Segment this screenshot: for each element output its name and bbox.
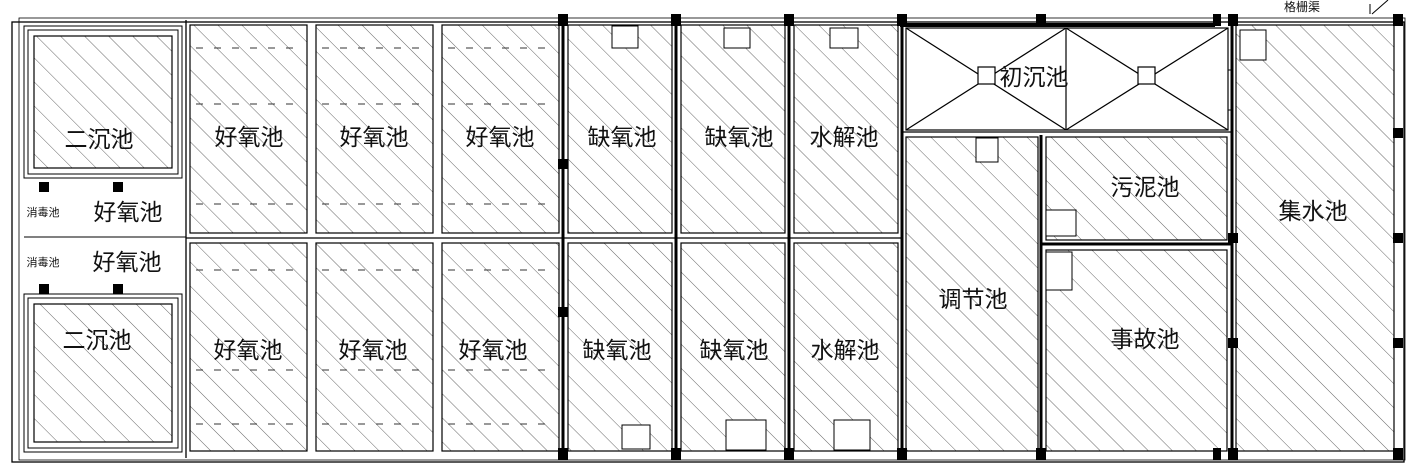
columns — [39, 14, 1403, 460]
disinfection-top-label: 消毒池 — [27, 205, 60, 219]
aerobic-2-label: 好氧池 — [340, 125, 409, 151]
hatched-pools — [33, 24, 1395, 452]
grille-channel-label: 格栅渠 — [1284, 0, 1320, 14]
aerobic-pool-1 — [189, 24, 308, 234]
aerobic-left-bottom-label: 好氧池 — [93, 250, 162, 276]
aerobic-1-label: 好氧池 — [215, 125, 284, 151]
anoxic-4-label: 缺氧池 — [700, 338, 769, 364]
primary-clarifier-label: 初沉池 — [1000, 65, 1069, 91]
aerobic-pool-4 — [189, 242, 308, 452]
anoxic-pool-4 — [680, 242, 786, 452]
aerobic-3-label: 好氧池 — [466, 125, 535, 151]
anoxic-pool-3 — [567, 242, 673, 452]
accident-tank-label: 事故池 — [1111, 327, 1180, 353]
aerobic-pool-5 — [315, 242, 434, 452]
outer-walls — [11, 17, 1406, 463]
hydrolysis-top-label: 水解池 — [810, 125, 879, 151]
anoxic-3-label: 缺氧池 — [583, 338, 652, 364]
aerobic-left-top-label: 好氧池 — [94, 200, 163, 226]
anoxic-2-label: 缺氧池 — [705, 125, 774, 151]
secondary-clarifier-top-label: 二沉池 — [65, 127, 134, 153]
anoxic-pool-2 — [680, 24, 786, 234]
regulating-tank-label: 调节池 — [939, 287, 1008, 313]
secondary-clarifier-top-pool — [33, 35, 173, 169]
secondary-clarifier-bottom-label: 二沉池 — [63, 328, 132, 354]
hydrolysis-pool-top — [793, 24, 899, 234]
aerobic-pool-6 — [441, 242, 560, 452]
pool-labels: 格栅渠 二沉池 二沉池 消毒池 消毒池 好氧池 好氧池 好氧池 好氧池 好氧池 … — [27, 0, 1389, 364]
secondary-clarifier-bottom-pool — [33, 303, 173, 443]
aerobic-5-label: 好氧池 — [339, 338, 408, 364]
hydrolysis-bottom-label: 水解池 — [811, 338, 880, 364]
hydrolysis-pool-bottom — [793, 242, 899, 452]
aerobic-pool-2 — [315, 24, 434, 234]
anoxic-pool-1 — [567, 24, 673, 234]
collection-tank-pool — [1235, 24, 1395, 452]
aerobic-6-label: 好氧池 — [459, 338, 528, 364]
aerobic-pool-3 — [441, 24, 560, 234]
regulating-tank-pool — [905, 136, 1039, 452]
collection-tank-label: 集水池 — [1279, 199, 1348, 225]
clarifier-rims — [23, 25, 183, 453]
grille-channel-mark — [1371, 0, 1389, 15]
aerobic-4-label: 好氧池 — [214, 338, 283, 364]
sludge-tank-label: 污泥池 — [1111, 175, 1180, 201]
disinfection-bottom-label: 消毒池 — [27, 255, 60, 269]
accident-tank-pool — [1045, 249, 1228, 452]
anoxic-1-label: 缺氧池 — [588, 125, 657, 151]
primary-clarifier — [905, 27, 1229, 131]
